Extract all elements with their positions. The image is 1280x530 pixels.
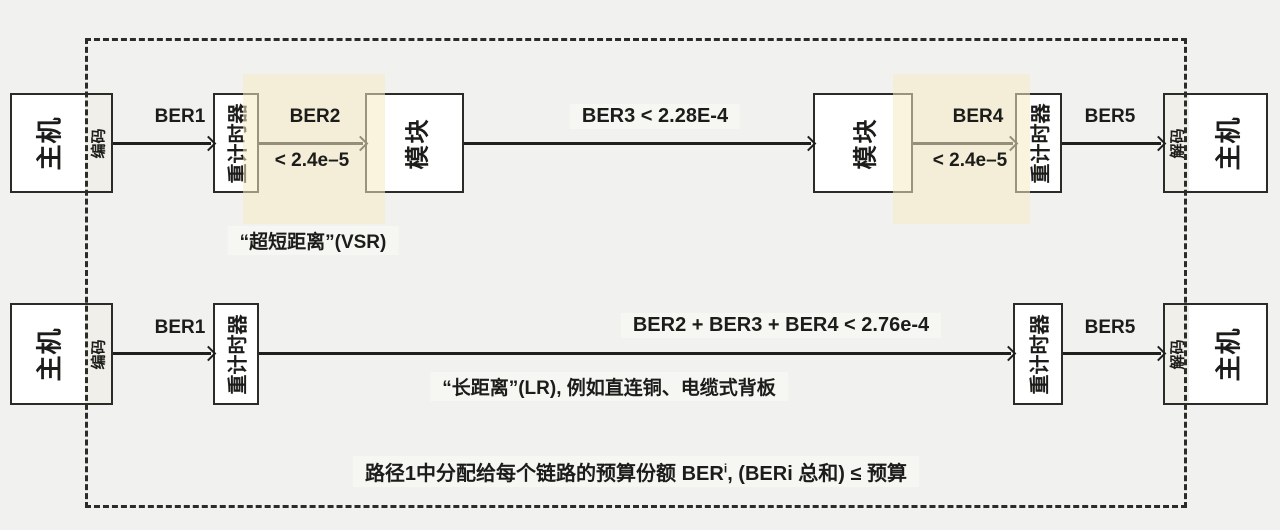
vsr-highlight-left bbox=[243, 74, 385, 224]
budget-sum-caption-text: 路径1中分配给每个链路的预算份额 BERi, (BERi 总和) ≤ 预算 bbox=[352, 456, 920, 487]
top-encoder-strip: 编码 bbox=[85, 95, 111, 191]
bottom-host-left-box: 主机 编码 bbox=[10, 303, 113, 405]
top-module-left-label: 模块 bbox=[404, 117, 431, 169]
top-decoder-strip: 解码 bbox=[1165, 95, 1189, 191]
top-ber2-label: BER2 bbox=[289, 106, 341, 127]
top-ber3-label: BER3 < 2.28E-4 bbox=[569, 104, 741, 129]
budget-sum-caption: 路径1中分配给每个链路的预算份额 BERi, (BERi 总和) ≤ 预算 bbox=[85, 456, 1187, 487]
bottom-encoder-strip: 编码 bbox=[85, 305, 111, 403]
bottom-host-left-label: 主机 bbox=[34, 326, 65, 382]
top-encoder-label: 编码 bbox=[90, 127, 108, 159]
top-host-right-label: 主机 bbox=[1213, 115, 1244, 171]
top-ber4-label: BER4 bbox=[952, 106, 1004, 127]
top-host-left-main: 主机 bbox=[12, 95, 85, 191]
bottom-host-right-main: 主机 bbox=[1189, 305, 1266, 403]
bottom-mid-arrow bbox=[259, 345, 1017, 362]
vsr-highlight-right bbox=[893, 74, 1030, 224]
top-ber1-label: BER1 bbox=[154, 106, 206, 127]
top-host-left-label: 主机 bbox=[34, 115, 65, 171]
top-ber5-label: BER5 bbox=[1084, 106, 1136, 127]
bottom-retimer-right-box: 重计时器 bbox=[1013, 303, 1063, 405]
bottom-decoder-strip: 解码 bbox=[1165, 305, 1189, 403]
bottom-host-left-main: 主机 bbox=[12, 305, 85, 403]
bottom-ber1-arrow bbox=[113, 345, 217, 362]
bottom-ber5-arrow bbox=[1063, 345, 1167, 362]
bottom-decoder-label: 解码 bbox=[1169, 338, 1187, 370]
budget-sum-prefix: 路径1中分配给每个链路的预算份额 BER bbox=[364, 463, 724, 485]
bottom-ber1-label: BER1 bbox=[154, 317, 206, 338]
top-ber3-arrow bbox=[464, 135, 817, 152]
top-host-left-box: 主机 编码 bbox=[10, 93, 113, 193]
top-ber1-arrow bbox=[113, 135, 217, 152]
bottom-mid-label: BER2 + BER3 + BER4 < 2.76e-4 bbox=[620, 313, 942, 338]
bottom-retimer-left-label: 重计时器 bbox=[227, 314, 250, 394]
bottom-host-right-box: 解码 主机 bbox=[1163, 303, 1268, 405]
bottom-host-right-label: 主机 bbox=[1213, 326, 1244, 382]
budget-sum-superscript: i bbox=[723, 461, 728, 476]
bottom-encoder-label: 编码 bbox=[90, 338, 108, 370]
lr-caption: “长距离”(LR), 例如直连铜、电缆式背板 bbox=[430, 372, 788, 401]
bottom-retimer-left-box: 重计时器 bbox=[213, 303, 259, 405]
top-module-right-label: 模块 bbox=[852, 117, 880, 169]
top-ber2-limit: < 2.4e–5 bbox=[274, 150, 350, 171]
top-decoder-label: 解码 bbox=[1169, 127, 1187, 159]
budget-sum-suffix: , (BERi 总和) ≤ 预算 bbox=[727, 463, 908, 485]
bottom-retimer-right-label: 重计时器 bbox=[1029, 314, 1052, 394]
vsr-caption: “超短距离”(VSR) bbox=[227, 226, 399, 255]
bottom-ber5-label: BER5 bbox=[1084, 317, 1136, 338]
top-host-right-main: 主机 bbox=[1189, 95, 1266, 191]
top-host-right-box: 解码 主机 bbox=[1163, 93, 1268, 193]
top-ber4-limit: < 2.4e–5 bbox=[932, 150, 1008, 171]
top-ber5-arrow bbox=[1062, 135, 1167, 152]
